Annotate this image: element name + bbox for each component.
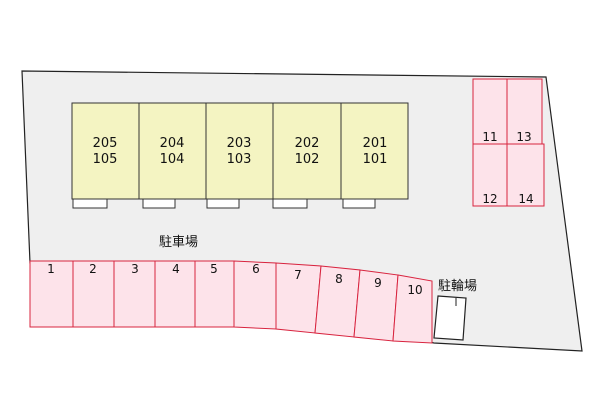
space-number: 1	[47, 262, 55, 276]
bicycle-parking-box	[433, 295, 467, 341]
space-number: 10	[407, 283, 422, 297]
unit-202-102	[272, 102, 342, 200]
space-number: 13	[516, 130, 531, 144]
space-number: 3	[131, 262, 139, 276]
parking-lot-label: 駐車場	[159, 235, 198, 250]
parking-space-14	[506, 143, 545, 207]
unit-upper-number: 204	[160, 136, 185, 151]
bike-parking-label: 駐輪場	[438, 278, 477, 294]
space-number: 5	[210, 262, 218, 276]
space-number: 6	[252, 262, 260, 276]
space-number: 7	[294, 268, 302, 282]
space-number: 12	[482, 192, 497, 206]
unit-upper-number: 201	[363, 136, 388, 151]
unit-lower-number: 102	[295, 152, 320, 167]
unit-203-103	[205, 102, 274, 200]
unit-upper-number: 205	[93, 136, 118, 151]
apartment-building: 205 105 204 104 203 103 202 102 201 101	[71, 102, 409, 209]
unit-lower-number: 105	[93, 152, 118, 167]
unit-205-105	[71, 102, 140, 200]
entry-step	[272, 198, 308, 209]
unit-204-104	[138, 102, 207, 200]
entry-step	[142, 198, 176, 209]
unit-upper-number: 203	[227, 136, 252, 151]
parking-space-12	[472, 143, 508, 207]
unit-lower-number: 103	[227, 152, 252, 167]
parking-space-10	[392, 274, 433, 344]
entry-step	[342, 198, 376, 209]
unit-201-101	[340, 102, 409, 200]
entry-step	[72, 198, 108, 209]
right-parking-block: 11 13 12 14	[472, 78, 545, 207]
unit-lower-number: 104	[160, 152, 185, 167]
space-number: 4	[172, 262, 180, 276]
bicycle-parking: 駐輪場	[433, 278, 477, 341]
space-number: 8	[335, 272, 343, 286]
space-number: 2	[89, 262, 97, 276]
bottom-parking-block: 1 2 3 4 5 6 7 8 9 10	[29, 260, 433, 344]
space-number: 11	[482, 130, 497, 144]
space-number: 14	[518, 192, 533, 206]
space-number: 9	[374, 276, 382, 290]
unit-upper-number: 202	[295, 136, 320, 151]
entry-step	[206, 198, 240, 209]
unit-lower-number: 101	[363, 152, 388, 167]
